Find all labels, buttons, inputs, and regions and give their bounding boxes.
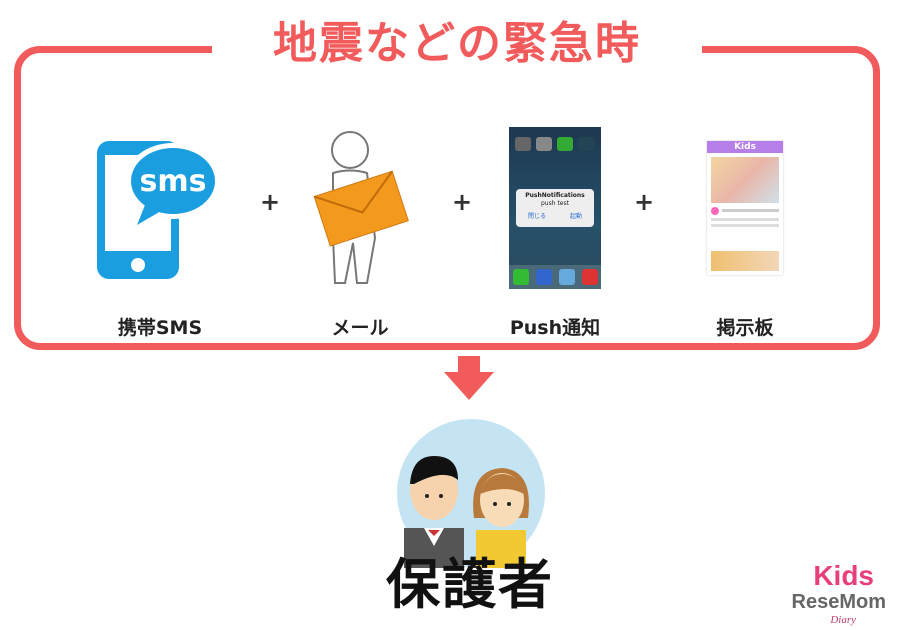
parents-illustration [397,419,545,568]
channel-board: Kids 掲示板 [655,120,835,340]
phone-sms-icon: sms [97,140,221,279]
channel-sms: sms 携帯SMS [70,120,250,340]
page-title: 地震などの緊急時 [212,14,702,74]
plus-sign: + [260,188,281,216]
logo-publisher: ReseMom [791,591,886,613]
channel-label: 掲示板 [716,317,774,339]
plus-sign: + [634,188,655,216]
logo-brand: Kids [813,560,874,591]
push-notification-screenshot: PushNotifications push test 閉じる 起動 [509,126,601,289]
channel-label: 携帯SMS [117,317,203,339]
channel-mail: メール [270,120,450,340]
arrow-down-icon [444,356,494,400]
recipient-label: 保護者 [386,553,554,616]
channel-push: PushNotifications push test 閉じる 起動 Push通… [465,120,645,340]
alert-title: PushNotifications [525,191,585,199]
channel-label: Push通知 [509,317,601,339]
sms-bubble-text: sms [140,164,207,199]
alert-close-button: 閉じる [527,212,546,220]
bulletin-board-screenshot: Kids [707,140,783,275]
alert-body: push test [541,199,569,207]
board-header: Kids [707,140,783,153]
channel-label: メール [331,317,389,339]
person-with-envelope-icon [313,130,409,284]
kids-resemom-logo: Kids ReseMom Diary [770,562,890,628]
logo-sub: Diary [830,614,856,626]
plus-sign: + [452,188,473,216]
alert-open-button: 起動 [569,212,582,220]
